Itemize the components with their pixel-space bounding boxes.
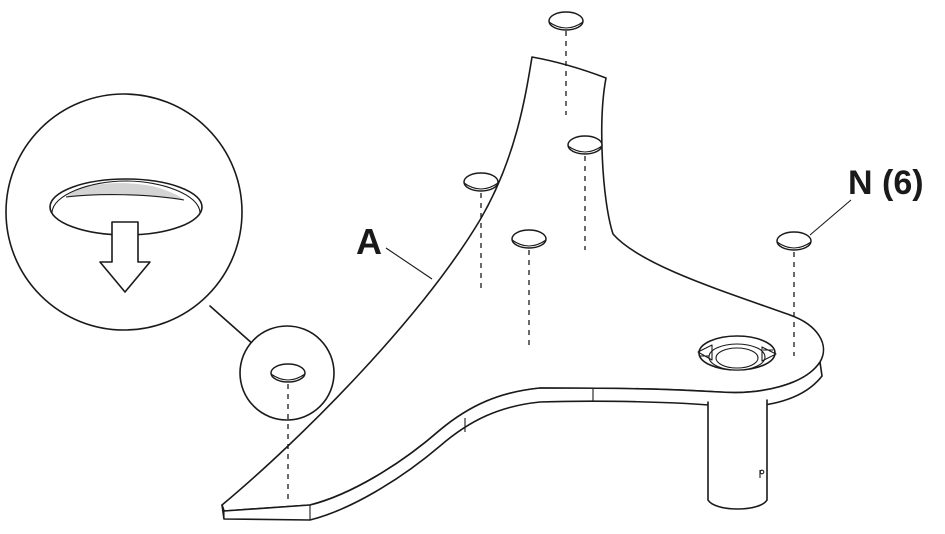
pad-4	[511, 229, 547, 345]
base-plate-edge	[221, 361, 823, 521]
label-n: N (6)	[848, 164, 924, 202]
pad-5	[776, 231, 812, 356]
leader-n	[809, 199, 852, 236]
support-post	[707, 399, 768, 510]
leader-a	[385, 247, 433, 280]
detail-large-circle	[5, 93, 243, 331]
pad-2	[567, 135, 603, 250]
pad-1	[548, 11, 584, 115]
detail-connector	[209, 305, 255, 346]
detail-small-circle	[239, 325, 335, 500]
pad-3	[463, 172, 499, 292]
arrow-down-icon	[99, 221, 151, 293]
label-a: A	[356, 221, 382, 262]
socket-hole	[697, 335, 777, 371]
